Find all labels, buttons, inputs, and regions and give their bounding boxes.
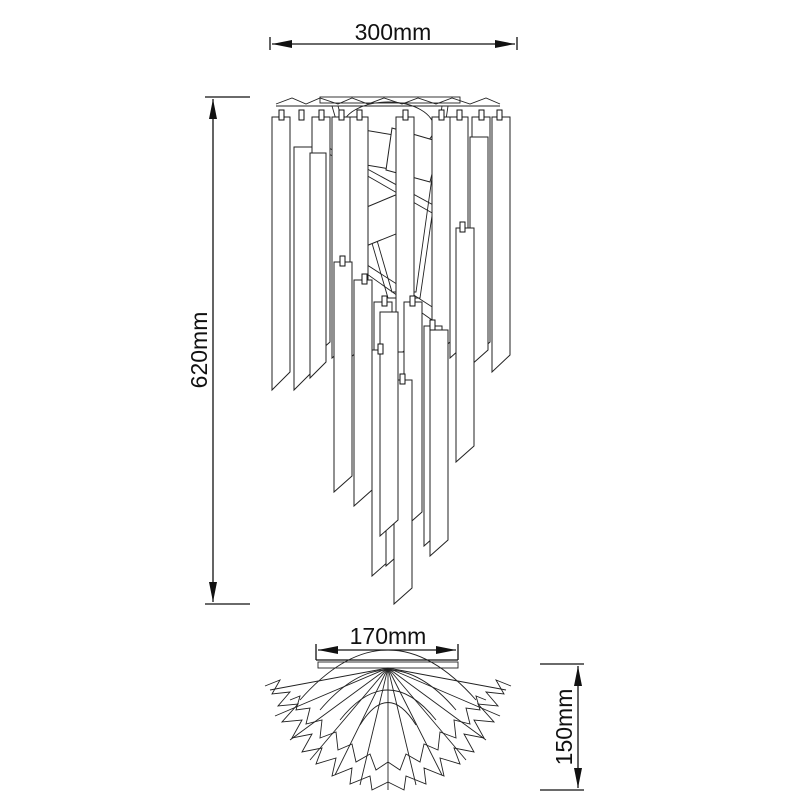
front-elevation (271, 96, 511, 606)
dimension-backplate-width: 170mm (315, 623, 459, 660)
canopy (319, 96, 461, 104)
fan-spokes (269, 667, 507, 790)
height-label: 620mm (186, 312, 212, 389)
prism-row-middle (309, 152, 475, 606)
clips (278, 109, 503, 385)
dimension-width-top: 300mm (269, 19, 518, 50)
backplate-width-label: 170mm (350, 623, 427, 649)
dimension-height: 620mm (186, 96, 250, 605)
top-view (264, 649, 512, 791)
depth-label: 150mm (551, 689, 577, 766)
dimension-depth: 150mm (540, 663, 584, 791)
width-top-label: 300mm (355, 19, 432, 45)
